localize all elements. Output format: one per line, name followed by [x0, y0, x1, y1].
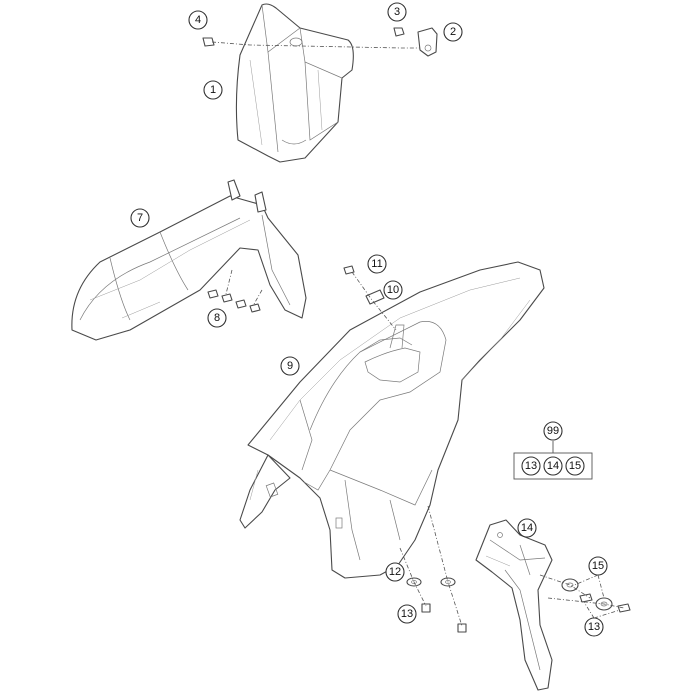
- callout-13-right: 13: [584, 617, 604, 637]
- part-frame-guard-14: [475, 519, 553, 691]
- svg-text:12: 12: [389, 566, 401, 578]
- callout-1: 1: [203, 80, 223, 100]
- part-headlight-mask: [235, 3, 354, 163]
- callout-8: 8: [207, 308, 227, 328]
- part-front-fender: [71, 179, 307, 341]
- kit-item-14: 14: [543, 456, 563, 476]
- svg-text:10: 10: [387, 284, 399, 296]
- part-screws-13-left: [421, 603, 467, 633]
- part-screw-3: [393, 27, 405, 37]
- svg-text:13: 13: [525, 460, 537, 472]
- svg-text:4: 4: [195, 14, 201, 26]
- callout-14: 14: [517, 518, 537, 538]
- part-clip-10: [365, 289, 385, 305]
- callout-4: 4: [188, 10, 208, 30]
- kit-item-13: 13: [521, 456, 541, 476]
- callout-11: 11: [367, 254, 387, 274]
- part-screws-8: [207, 269, 263, 313]
- svg-text:8: 8: [214, 312, 220, 324]
- part-nut-4: [202, 37, 215, 47]
- kit-item-15: 15: [565, 456, 585, 476]
- svg-text:99: 99: [547, 425, 559, 437]
- svg-text:11: 11: [371, 258, 382, 270]
- callout-3: 3: [387, 2, 407, 22]
- callout-10: 10: [383, 280, 403, 300]
- svg-text:2: 2: [450, 26, 456, 38]
- svg-text:15: 15: [569, 460, 581, 472]
- svg-text:15: 15: [592, 560, 604, 572]
- callout-12: 12: [385, 562, 405, 582]
- part-bracket: [417, 27, 438, 57]
- callout-7: 7: [130, 208, 150, 228]
- svg-text:3: 3: [394, 6, 400, 18]
- part-screws-13-right: [579, 593, 631, 613]
- callout-9: 9: [280, 356, 300, 376]
- callout-15: 15: [588, 556, 608, 576]
- callout-2: 2: [443, 22, 463, 42]
- callout-13-left: 13: [397, 604, 417, 624]
- svg-text:7: 7: [137, 212, 143, 224]
- svg-text:1: 1: [210, 84, 216, 96]
- svg-text:13: 13: [401, 608, 413, 620]
- svg-text:13: 13: [588, 621, 600, 633]
- kit-number: 99: [543, 421, 563, 441]
- part-screw-11: [343, 265, 355, 275]
- svg-text:9: 9: [287, 360, 293, 372]
- svg-text:14: 14: [521, 522, 533, 534]
- part-rear-fender: [239, 261, 545, 579]
- svg-text:14: 14: [547, 460, 559, 472]
